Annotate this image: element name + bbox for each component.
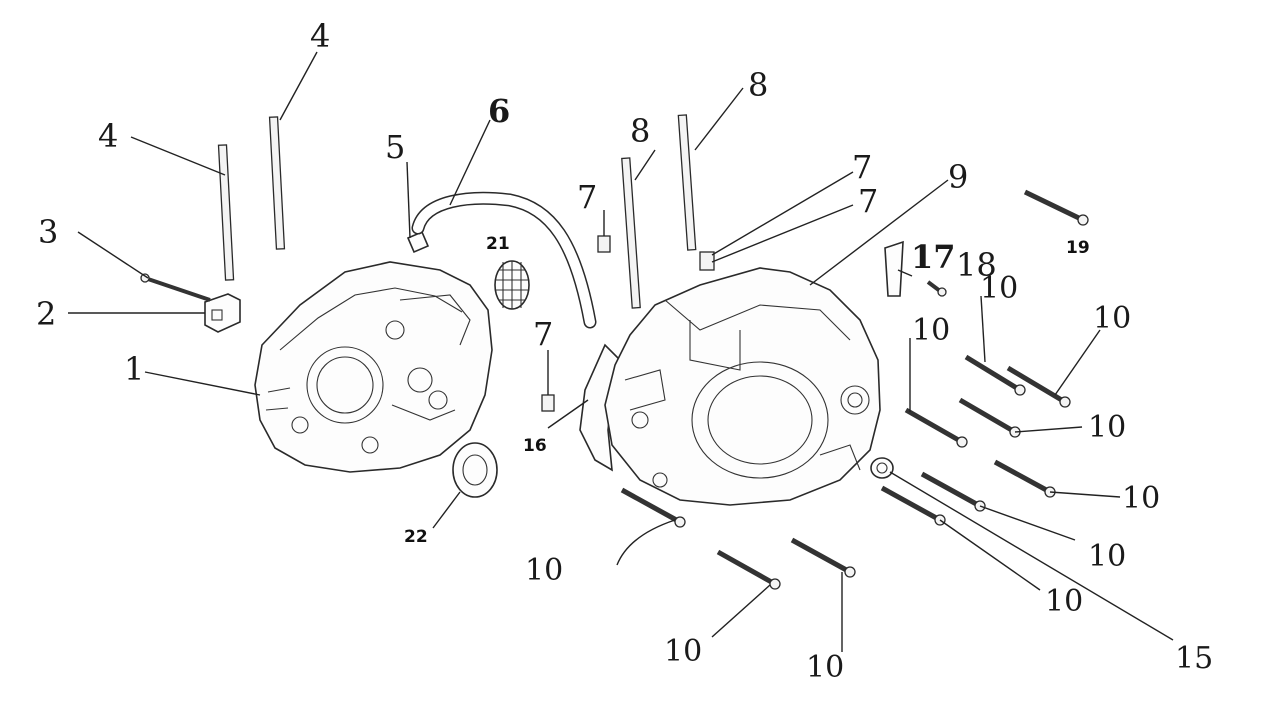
callout-4b: 4 [310,17,330,55]
part-18-screw [926,280,947,297]
callout-7a: 7 [577,178,597,216]
callout-10d: 10 [1088,410,1126,445]
callout-10h: 10 [525,553,563,588]
callout-10g: 10 [1045,584,1083,619]
left-crankcase-half [254,261,493,473]
callout-3: 3 [38,213,58,251]
part-4-studs [217,116,286,281]
leader-lines [68,51,1174,652]
callout-16: 16 [523,436,547,456]
callout-1: 1 [124,350,144,388]
callout-22: 22 [404,527,428,547]
callout-8b: 8 [630,112,650,150]
callout-15: 15 [1175,641,1213,676]
part-15-seal [870,457,894,479]
callout-7b: 7 [852,148,872,186]
callout-10j: 10 [806,650,844,685]
part-6-hose [411,191,597,329]
callout-9: 9 [948,158,968,196]
callout-10f: 10 [1088,539,1126,574]
part-3-bolt [140,273,211,302]
callout-2: 2 [36,295,56,333]
callout-10a: 10 [980,271,1018,306]
right-crankcase-half [604,267,881,506]
callout-4a: 4 [98,117,118,155]
part-2-block [204,293,241,333]
part-22-washer [452,442,498,498]
callout-18: 18 [956,246,997,284]
part-19-bolt [1023,189,1089,226]
callout-21: 21 [486,234,510,254]
callout-10b: 10 [1093,301,1131,336]
callout-19: 19 [1066,238,1090,258]
callout-5: 5 [385,128,405,166]
callout-8a: 8 [748,66,768,104]
callout-7c: 7 [858,182,878,220]
callout-10i: 10 [664,634,702,669]
callout-6: 6 [488,92,510,130]
part-16-gasket [579,343,621,472]
callout-10c: 10 [912,313,950,348]
part-17-bracket [884,240,904,297]
callout-7d: 7 [533,315,553,353]
callout-labels: 1 2 3 4 4 5 6 21 7 7 16 8 8 7 7 9 19 17 … [36,17,1213,685]
part-21-filter [494,260,530,310]
callout-17: 17 [911,238,956,276]
part-10-bolts [620,354,1067,587]
part-5-fitting [406,230,430,254]
callout-10e: 10 [1122,481,1160,516]
part-8-studs [621,114,697,309]
